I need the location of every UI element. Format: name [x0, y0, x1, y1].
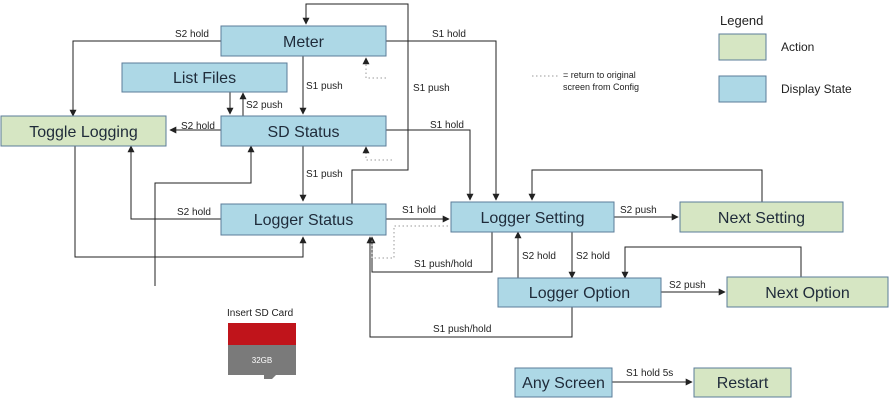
connectors	[69, 3, 802, 386]
label-loggerstatus-to-meter: S1 push	[413, 83, 450, 94]
edge-setting-to-loggerstatus	[368, 232, 493, 273]
dotted-return-to-meter	[362, 57, 386, 79]
node-next-setting-label: Next Setting	[718, 210, 805, 227]
edge-meter-to-setting	[386, 40, 500, 201]
node-logger-status-label: Logger Status	[254, 212, 354, 229]
node-meter-box	[220, 25, 387, 57]
label-anyscreen-to-restart: S1 hold 5s	[626, 368, 673, 379]
node-sd-status-box	[220, 115, 387, 147]
legend-title: Legend	[720, 13, 763, 28]
node-list-files: List Files	[121, 62, 288, 93]
node-sd-status-label: SD Status	[267, 124, 339, 141]
sd-card-top	[228, 323, 296, 345]
legend-action-label: Action	[781, 40, 814, 54]
label-option-to-setting: S2 hold	[522, 251, 556, 262]
node-logger-status: Logger Status	[220, 203, 387, 236]
node-any-screen: Any Screen	[514, 367, 613, 398]
node-logger-option-label: Logger Option	[529, 285, 630, 302]
legend: Legend Action Display State	[718, 13, 852, 103]
label-sdstatus-to-toggle: S2 hold	[181, 121, 215, 132]
node-logger-option: Logger Option	[497, 277, 662, 308]
edge-meter-to-toggle	[69, 40, 221, 117]
dotted-note: = return to original screen from Config	[563, 70, 639, 92]
node-logger-option-box	[497, 277, 662, 308]
label-meter-to-setting: S1 hold	[432, 29, 466, 40]
node-toggle-logging-box	[0, 115, 167, 147]
node-meter-label: Meter	[283, 34, 325, 51]
edge-labels: S2 hold S1 hold S1 push S1 push S2 push …	[175, 29, 706, 379]
label-sdstatus-to-loggerstatus: S1 push	[306, 169, 343, 180]
node-meter: Meter	[220, 25, 387, 57]
node-logger-status-box	[220, 203, 387, 236]
sd-card-label: Insert SD Card	[227, 308, 293, 319]
label-setting-to-option: S2 hold	[576, 251, 610, 262]
label-loggerstatus-to-setting: S1 hold	[402, 205, 436, 216]
legend-action-swatch	[718, 33, 767, 61]
label-setting-to-nextsetting: S2 push	[620, 205, 657, 216]
edge-option-to-loggerstatus	[366, 236, 573, 338]
edge-toggle-to-loggerstatus	[74, 146, 307, 258]
edge-nextoption-loop	[621, 246, 802, 279]
node-logger-setting: Logger Setting	[450, 201, 615, 233]
dotted-connectors	[362, 57, 560, 259]
label-option-to-loggerstatus: S1 push/hold	[433, 324, 491, 335]
node-logger-setting-box	[450, 201, 615, 233]
label-loggerstatus-to-toggle: S2 hold	[177, 207, 211, 218]
dotted-return-to-sdstatus	[362, 146, 392, 161]
node-logger-setting-label: Logger Setting	[480, 210, 584, 227]
node-restart-box	[693, 367, 792, 398]
sd-card-group: Insert SD Card 32GB	[227, 308, 296, 379]
sd-card-icon: 32GB	[228, 323, 296, 379]
node-list-files-box	[121, 62, 288, 93]
node-list-files-label: List Files	[173, 70, 236, 87]
node-next-setting-box	[679, 201, 844, 233]
label-sdstatus-to-listfiles: S2 push	[246, 100, 283, 111]
sd-card-body	[228, 345, 296, 379]
legend-display-state-swatch	[718, 75, 767, 103]
label-sdstatus-to-setting: S1 hold	[430, 120, 464, 131]
node-restart: Restart	[693, 367, 792, 398]
node-toggle-logging-label: Toggle Logging	[29, 124, 138, 141]
node-restart-label: Restart	[717, 375, 769, 392]
label-meter-to-sdstatus: S1 push	[306, 81, 343, 92]
label-meter-to-toggle: S2 hold	[175, 29, 209, 40]
sd-card-capacity: 32GB	[252, 356, 272, 365]
legend-display-state-label: Display State	[781, 82, 852, 96]
label-option-to-nextoption: S2 push	[669, 280, 706, 291]
node-next-option-label: Next Option	[765, 285, 849, 302]
node-next-option-box	[726, 276, 889, 308]
node-toggle-logging: Toggle Logging	[0, 115, 167, 147]
node-sd-status: SD Status	[220, 115, 387, 147]
edge-loggerstatus-to-meter	[302, 3, 409, 204]
dotted-note-line-2: screen from Config	[563, 82, 639, 92]
node-next-setting: Next Setting	[679, 201, 844, 233]
node-any-screen-box	[514, 367, 613, 398]
node-any-screen-label: Any Screen	[522, 375, 605, 392]
dotted-note-line-1: = return to original	[563, 70, 636, 80]
node-next-option: Next Option	[726, 276, 889, 308]
edge-loggerstatus-to-toggle	[127, 145, 221, 220]
edge-nextsetting-loop	[528, 169, 763, 202]
edge-sdstatus-to-setting	[386, 129, 474, 201]
label-setting-to-loggerstatus: S1 push/hold	[414, 259, 472, 270]
edge-sdcard-to-sdstatus	[154, 145, 255, 286]
nodes: Meter List Files Toggle Logging SD Statu…	[0, 25, 889, 398]
